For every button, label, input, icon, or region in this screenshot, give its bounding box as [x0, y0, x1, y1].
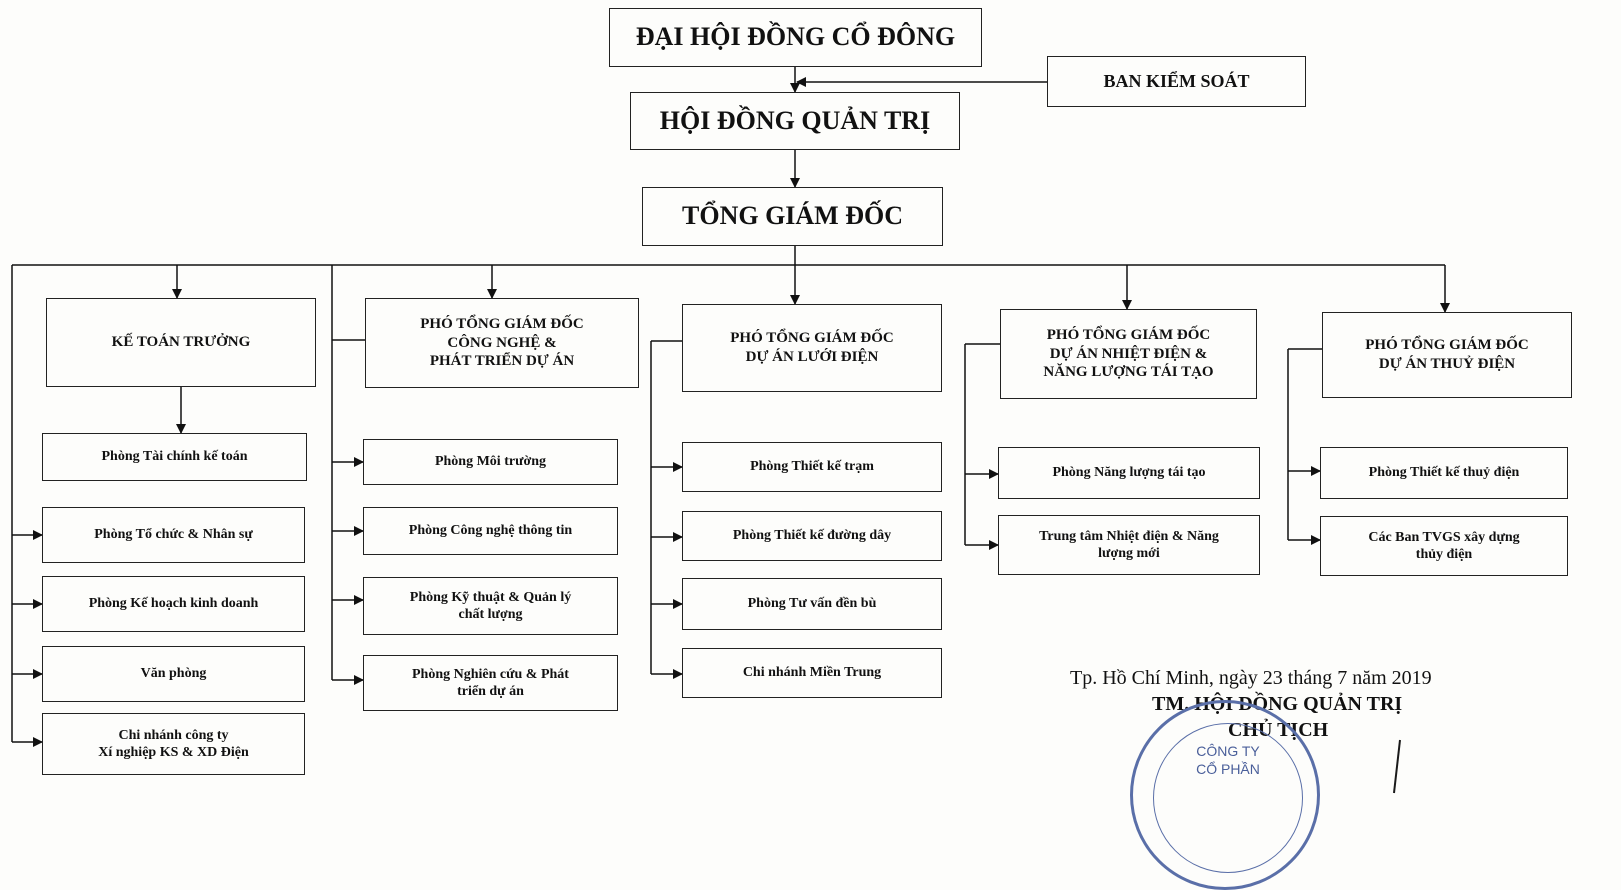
dept-renewable: Phòng Năng lượng tái tạo — [998, 447, 1260, 499]
ceo-box: TỔNG GIÁM ĐỐC — [642, 187, 943, 246]
dept-substation: Phòng Thiết kế trạm — [682, 442, 942, 492]
dept-it: Phòng Công nghệ thông tin — [363, 507, 618, 555]
dept-planning: Phòng Kế hoạch kinh doanh — [42, 576, 305, 632]
company-stamp: CÔNG TY CỔ PHẦN — [1130, 700, 1320, 890]
dept-environment: Phòng Môi trường — [363, 439, 618, 485]
dept-branch: Chi nhánh công ty Xí nghiệp KS & XD Điện — [42, 713, 305, 775]
connector-lines — [11, 67, 1450, 747]
board-box: HỘI ĐỒNG QUẢN TRỊ — [630, 92, 960, 150]
supervisory-box: BAN KIỂM SOÁT — [1047, 56, 1306, 107]
deputy-tech-box: PHÓ TỔNG GIÁM ĐỐC CÔNG NGHỆ & PHÁT TRIỂN… — [365, 298, 639, 388]
dept-central: Chi nhánh Miền Trung — [682, 648, 942, 698]
stamp-line-1: CÔNG TY — [1196, 743, 1260, 759]
deputy-grid-box: PHÓ TỔNG GIÁM ĐỐC DỰ ÁN LƯỚI ĐIỆN — [682, 304, 942, 392]
deputy-hydro-box: PHÓ TỔNG GIÁM ĐỐC DỰ ÁN THUỶ ĐIỆN — [1322, 312, 1572, 398]
chief-accountant-box: KẾ TOÁN TRƯỞNG — [46, 298, 316, 387]
dept-lines: Phòng Thiết kế đường dây — [682, 511, 942, 561]
signature-mark — [1393, 739, 1401, 794]
dept-research: Phòng Nghiên cứu & Phát triển dự án — [363, 655, 618, 711]
dept-hydro-design: Phòng Thiết kế thuỷ điện — [1320, 447, 1568, 499]
deputy-thermal-box: PHÓ TỔNG GIÁM ĐỐC DỰ ÁN NHIỆT ĐIỆN & NĂN… — [1000, 309, 1257, 399]
dept-hr: Phòng Tổ chức & Nhân sự — [42, 507, 305, 563]
place-date: Tp. Hồ Chí Minh, ngày 23 tháng 7 năm 201… — [1070, 667, 1432, 689]
dept-compensation: Phòng Tư vấn đền bù — [682, 578, 942, 630]
dept-finance: Phòng Tài chính kế toán — [42, 433, 307, 481]
dept-office: Văn phòng — [42, 646, 305, 702]
shareholders-box: ĐẠI HỘI ĐỒNG CỔ ĐÔNG — [609, 8, 982, 67]
dept-tvgs: Các Ban TVGS xây dựng thủy điện — [1320, 516, 1568, 576]
stamp-line-2: CỔ PHẦN — [1196, 761, 1260, 777]
dept-thermal-center: Trung tâm Nhiệt điện & Năng lượng mới — [998, 515, 1260, 575]
dept-quality: Phòng Kỹ thuật & Quản lý chất lượng — [363, 577, 618, 635]
